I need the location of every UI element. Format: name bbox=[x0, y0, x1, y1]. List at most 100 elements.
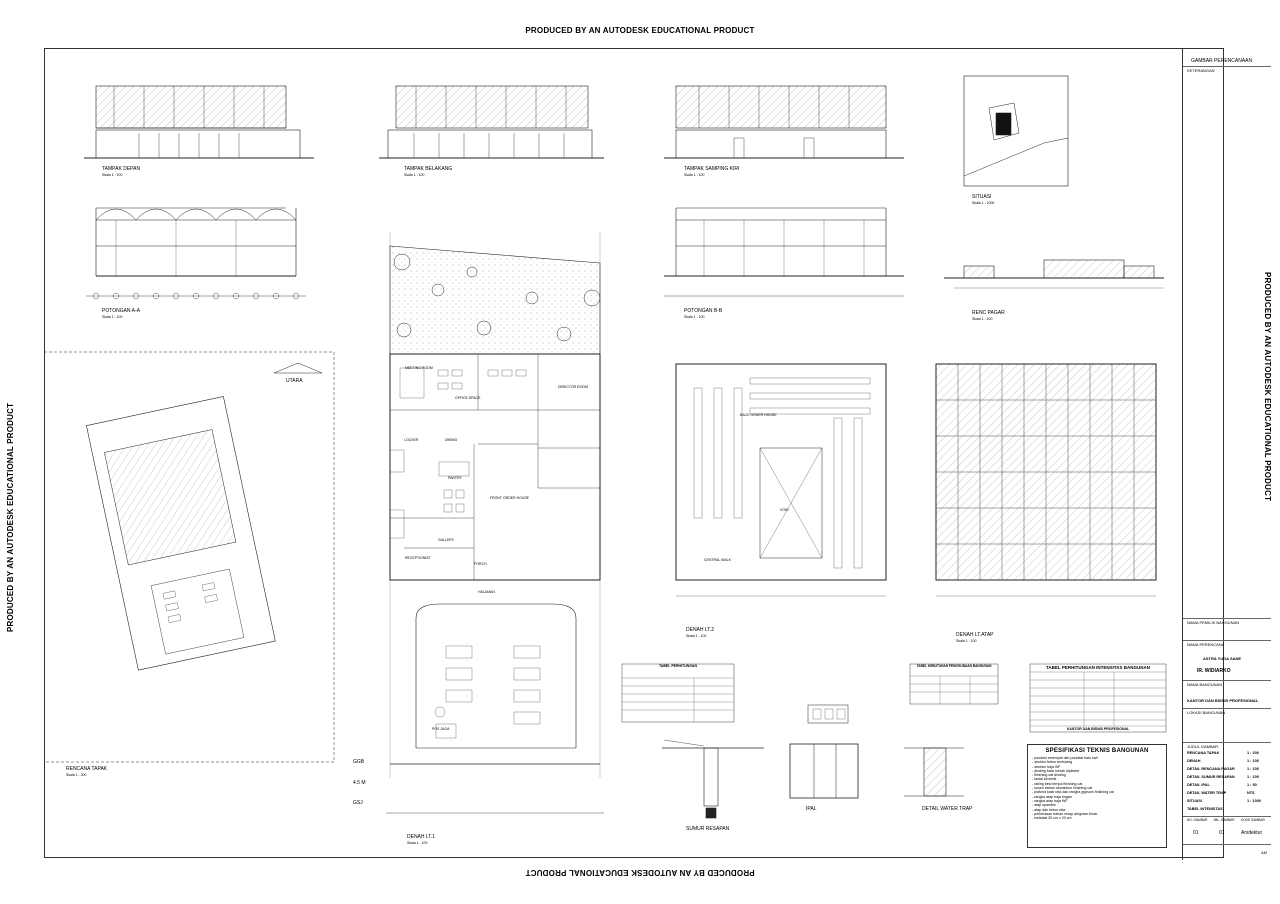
tabel-intensitas-footer-wrap: KANTOR DAN BISNIS PROFESIONAL bbox=[1030, 727, 1166, 731]
scale-potongan-bb: Skala 1 : 100 bbox=[684, 315, 705, 319]
tb-sheet-scale: NTS bbox=[1247, 791, 1255, 795]
level-ggb: GGB bbox=[353, 759, 365, 765]
tb-firm: ASTRA YUDA SANE bbox=[1203, 656, 1242, 661]
situasi-drawing bbox=[963, 75, 1069, 187]
room-pantry: PANTRY bbox=[448, 476, 462, 480]
tb-sheet-scale: 1 : 50 bbox=[1247, 783, 1257, 787]
watermark-bottom: PRODUCED BY AN AUTODESK EDUCATIONAL PROD… bbox=[525, 868, 755, 877]
tb-sheet-scale: 1 : 100 bbox=[1247, 767, 1259, 771]
title-ipal: IPAL bbox=[806, 806, 817, 812]
title-rencana-tapak: RENCANA TAPAK bbox=[66, 766, 108, 772]
scale-rencana-tapak: Skala 1 : 200 bbox=[66, 773, 87, 777]
spec-item: - finishing cat dinding bbox=[1032, 773, 1066, 778]
tb-gambar-perencanaan: GAMBAR PERENCANAAN bbox=[1191, 58, 1253, 64]
scale-tampak-belakang: Skala 1 : 100 bbox=[404, 173, 425, 177]
title-sumur-resapan: SUMUR RESAPAN bbox=[686, 826, 730, 832]
tb-kode-val: Arsitektur bbox=[1241, 830, 1263, 836]
scale-potongan-aa: Skala 1 : 100 bbox=[102, 315, 123, 319]
spesifikasi-title: SPESIFIKASI TEKNIS BANGUNAN bbox=[1045, 748, 1149, 754]
tabel-intensitas-title: TABEL PERHITUNGAN INTENSITAS BANGUNAN bbox=[1045, 665, 1150, 670]
scale-denah-atap: Skala 1 : 100 bbox=[956, 639, 977, 643]
sumur-resapan-drawing bbox=[662, 739, 764, 819]
tb-nama-pemilik: NAMA PEMILIK BANGUNAN bbox=[1187, 620, 1240, 625]
tabel-kebutuhan-title: TABEL KEBUTUHAN PENGGUNAAN BANGUNAN bbox=[916, 664, 992, 668]
room-porch: PORCH bbox=[474, 562, 487, 566]
tb-sheet-scale: 1 : 100 bbox=[1247, 759, 1259, 763]
potongan-aa-drawing bbox=[86, 207, 306, 300]
tb-sheet-name: DETAIL SUMUR RESAPAN bbox=[1187, 775, 1235, 779]
room-void: VOID bbox=[780, 508, 789, 512]
architectural-drawings bbox=[44, 75, 1167, 819]
tb-architect: IR. WIDIARKO bbox=[1197, 668, 1231, 674]
tampak-samping-drawing bbox=[664, 85, 904, 159]
title-tampak-samping: TAMPAK SAMPING KIRI bbox=[684, 166, 740, 172]
tb-sheet-name: DENAH bbox=[1187, 759, 1201, 763]
tb-judul-gambar: JUDUL GAMBAR bbox=[1187, 744, 1219, 749]
title-renc-pagar: RENC PAGAR bbox=[972, 310, 1005, 316]
spesifikasi-teknis: SPESIFIKASI TEKNIS BANGUNAN - pondasi se… bbox=[1027, 744, 1167, 848]
tb-building: KANTOR DAN BISNIS PROFESIONAL bbox=[1187, 698, 1259, 703]
spec-item: - struktur beton bertulang bbox=[1032, 760, 1073, 765]
tb-jml-val: 01 bbox=[1219, 830, 1225, 836]
room-office: OFFICE SPACE bbox=[455, 396, 481, 400]
denah-lt2-drawing bbox=[675, 363, 887, 597]
ipal-drawing bbox=[789, 704, 859, 799]
tabel-intensitas-footer: KANTOR DAN BISNIS PROFESIONAL bbox=[1066, 727, 1130, 731]
level-gsj: GSJ bbox=[353, 800, 363, 806]
scale-situasi: Skala 1 : 1000 bbox=[972, 201, 995, 205]
tb-nama-bangunan: NAMA BANGUNAN bbox=[1187, 682, 1223, 687]
title-denah-lt2: DENAH LT.2 bbox=[686, 627, 714, 633]
tb-sheet-name: TABEL INTENSITAS bbox=[1187, 807, 1223, 811]
room-receptionist: RECEPTIONIST bbox=[405, 556, 431, 560]
tabel-kebutuhan-grid bbox=[909, 663, 999, 705]
north-label: UTARA bbox=[286, 378, 303, 384]
tb-sheet-name: DETAIL WATER TRAP bbox=[1187, 791, 1227, 795]
tb-sheet-scale: 1 : 1000 bbox=[1247, 799, 1261, 803]
spec-item: - instalasi 20 cm x 20 cm bbox=[1032, 816, 1072, 821]
spec-item: - rangka atap baja ringan bbox=[1032, 794, 1072, 799]
tb-sheet-scale: 1 : 100 bbox=[1247, 775, 1259, 779]
denah-atap-drawing bbox=[935, 363, 1157, 597]
spec-item: - pondasi setempat dan pondasi batu kali bbox=[1032, 756, 1098, 760]
tabel-intensitas: TABEL PERHITUNGAN INTENSITAS BANGUNAN bbox=[1030, 665, 1166, 670]
room-locker: LOCKER bbox=[404, 438, 419, 442]
tb-sheet-scale: 1 : 200 bbox=[1247, 751, 1259, 755]
scale-tampak-samping: Skala 1 : 100 bbox=[684, 173, 705, 177]
level-height: 4.5 M bbox=[353, 780, 366, 786]
tb-kode-gambar: KODE GAMBAR bbox=[1241, 818, 1265, 822]
watermark-left: PRODUCED BY AN AUTODESK EDUCATIONAL PROD… bbox=[6, 402, 15, 632]
room-director: DIRECTOR ROOM bbox=[558, 385, 589, 389]
room-back-order: BACK ORDER HOUSE bbox=[740, 413, 777, 417]
room-halaman: HALAMAN bbox=[478, 590, 495, 594]
room-central-walk: CENTRAL WALK bbox=[704, 558, 731, 562]
renc-pagar-drawing bbox=[944, 259, 1164, 289]
tabel-perhitungan-title: TABEL PERHITUNGAN bbox=[659, 664, 697, 668]
room-dining: DINING bbox=[445, 438, 458, 442]
tb-nama-perencana: NAMA PERENCANA bbox=[1187, 642, 1225, 647]
title-situasi: SITUASI bbox=[972, 194, 992, 200]
watermark-top: PRODUCED BY AN AUTODESK EDUCATIONAL PROD… bbox=[525, 26, 755, 35]
spec-item: - atap dak beton sika bbox=[1032, 807, 1066, 812]
tb-no-gambar: NO. GAMBAR bbox=[1187, 818, 1208, 822]
spec-item: - kusen bahan aluminium finishing cat bbox=[1032, 786, 1093, 791]
spec-item: - rangka atap baja WF bbox=[1032, 798, 1068, 803]
tabel-perhitungan: TABEL PERHITUNGAN bbox=[622, 664, 734, 668]
room-front-order: FRONT ORDER HOUSE bbox=[490, 496, 530, 500]
spec-item: - struktur baja WF bbox=[1032, 764, 1061, 769]
title-denah-lt1: DENAH LT.1 bbox=[407, 834, 435, 840]
title-block: GAMBAR PERENCANAAN KETERANGAN NAMA PEMIL… bbox=[1182, 48, 1272, 860]
tb-sheet-name: DETAIL IPAL bbox=[1187, 783, 1210, 787]
title-potongan-bb: POTONGAN B-B bbox=[684, 308, 723, 314]
tabel-intensitas-grid bbox=[1029, 663, 1167, 733]
title-tampak-depan: TAMPAK DEPAN bbox=[102, 166, 141, 172]
spesifikasi-list: - pondasi setempat dan pondasi batu kali… bbox=[1032, 756, 1162, 820]
tb-keterangan: KETERANGAN bbox=[1187, 68, 1215, 73]
tabel-kebutuhan: TABEL KEBUTUHAN PENGGUNAAN BANGUNAN bbox=[910, 664, 998, 668]
tb-no-val: 01 bbox=[1193, 830, 1199, 836]
scale-renc-pagar: Skala 1 : 100 bbox=[972, 317, 993, 321]
tb-sheet-name: RENCANA TAPAK bbox=[1187, 751, 1220, 755]
tb-jml-gambar: JML. GAMBAR bbox=[1213, 818, 1235, 822]
tb-sheet-name: DETAIL RENCANA PAGAR bbox=[1187, 767, 1235, 771]
tampak-depan-drawing bbox=[84, 85, 314, 159]
drawing-sheet-border bbox=[44, 48, 1224, 858]
